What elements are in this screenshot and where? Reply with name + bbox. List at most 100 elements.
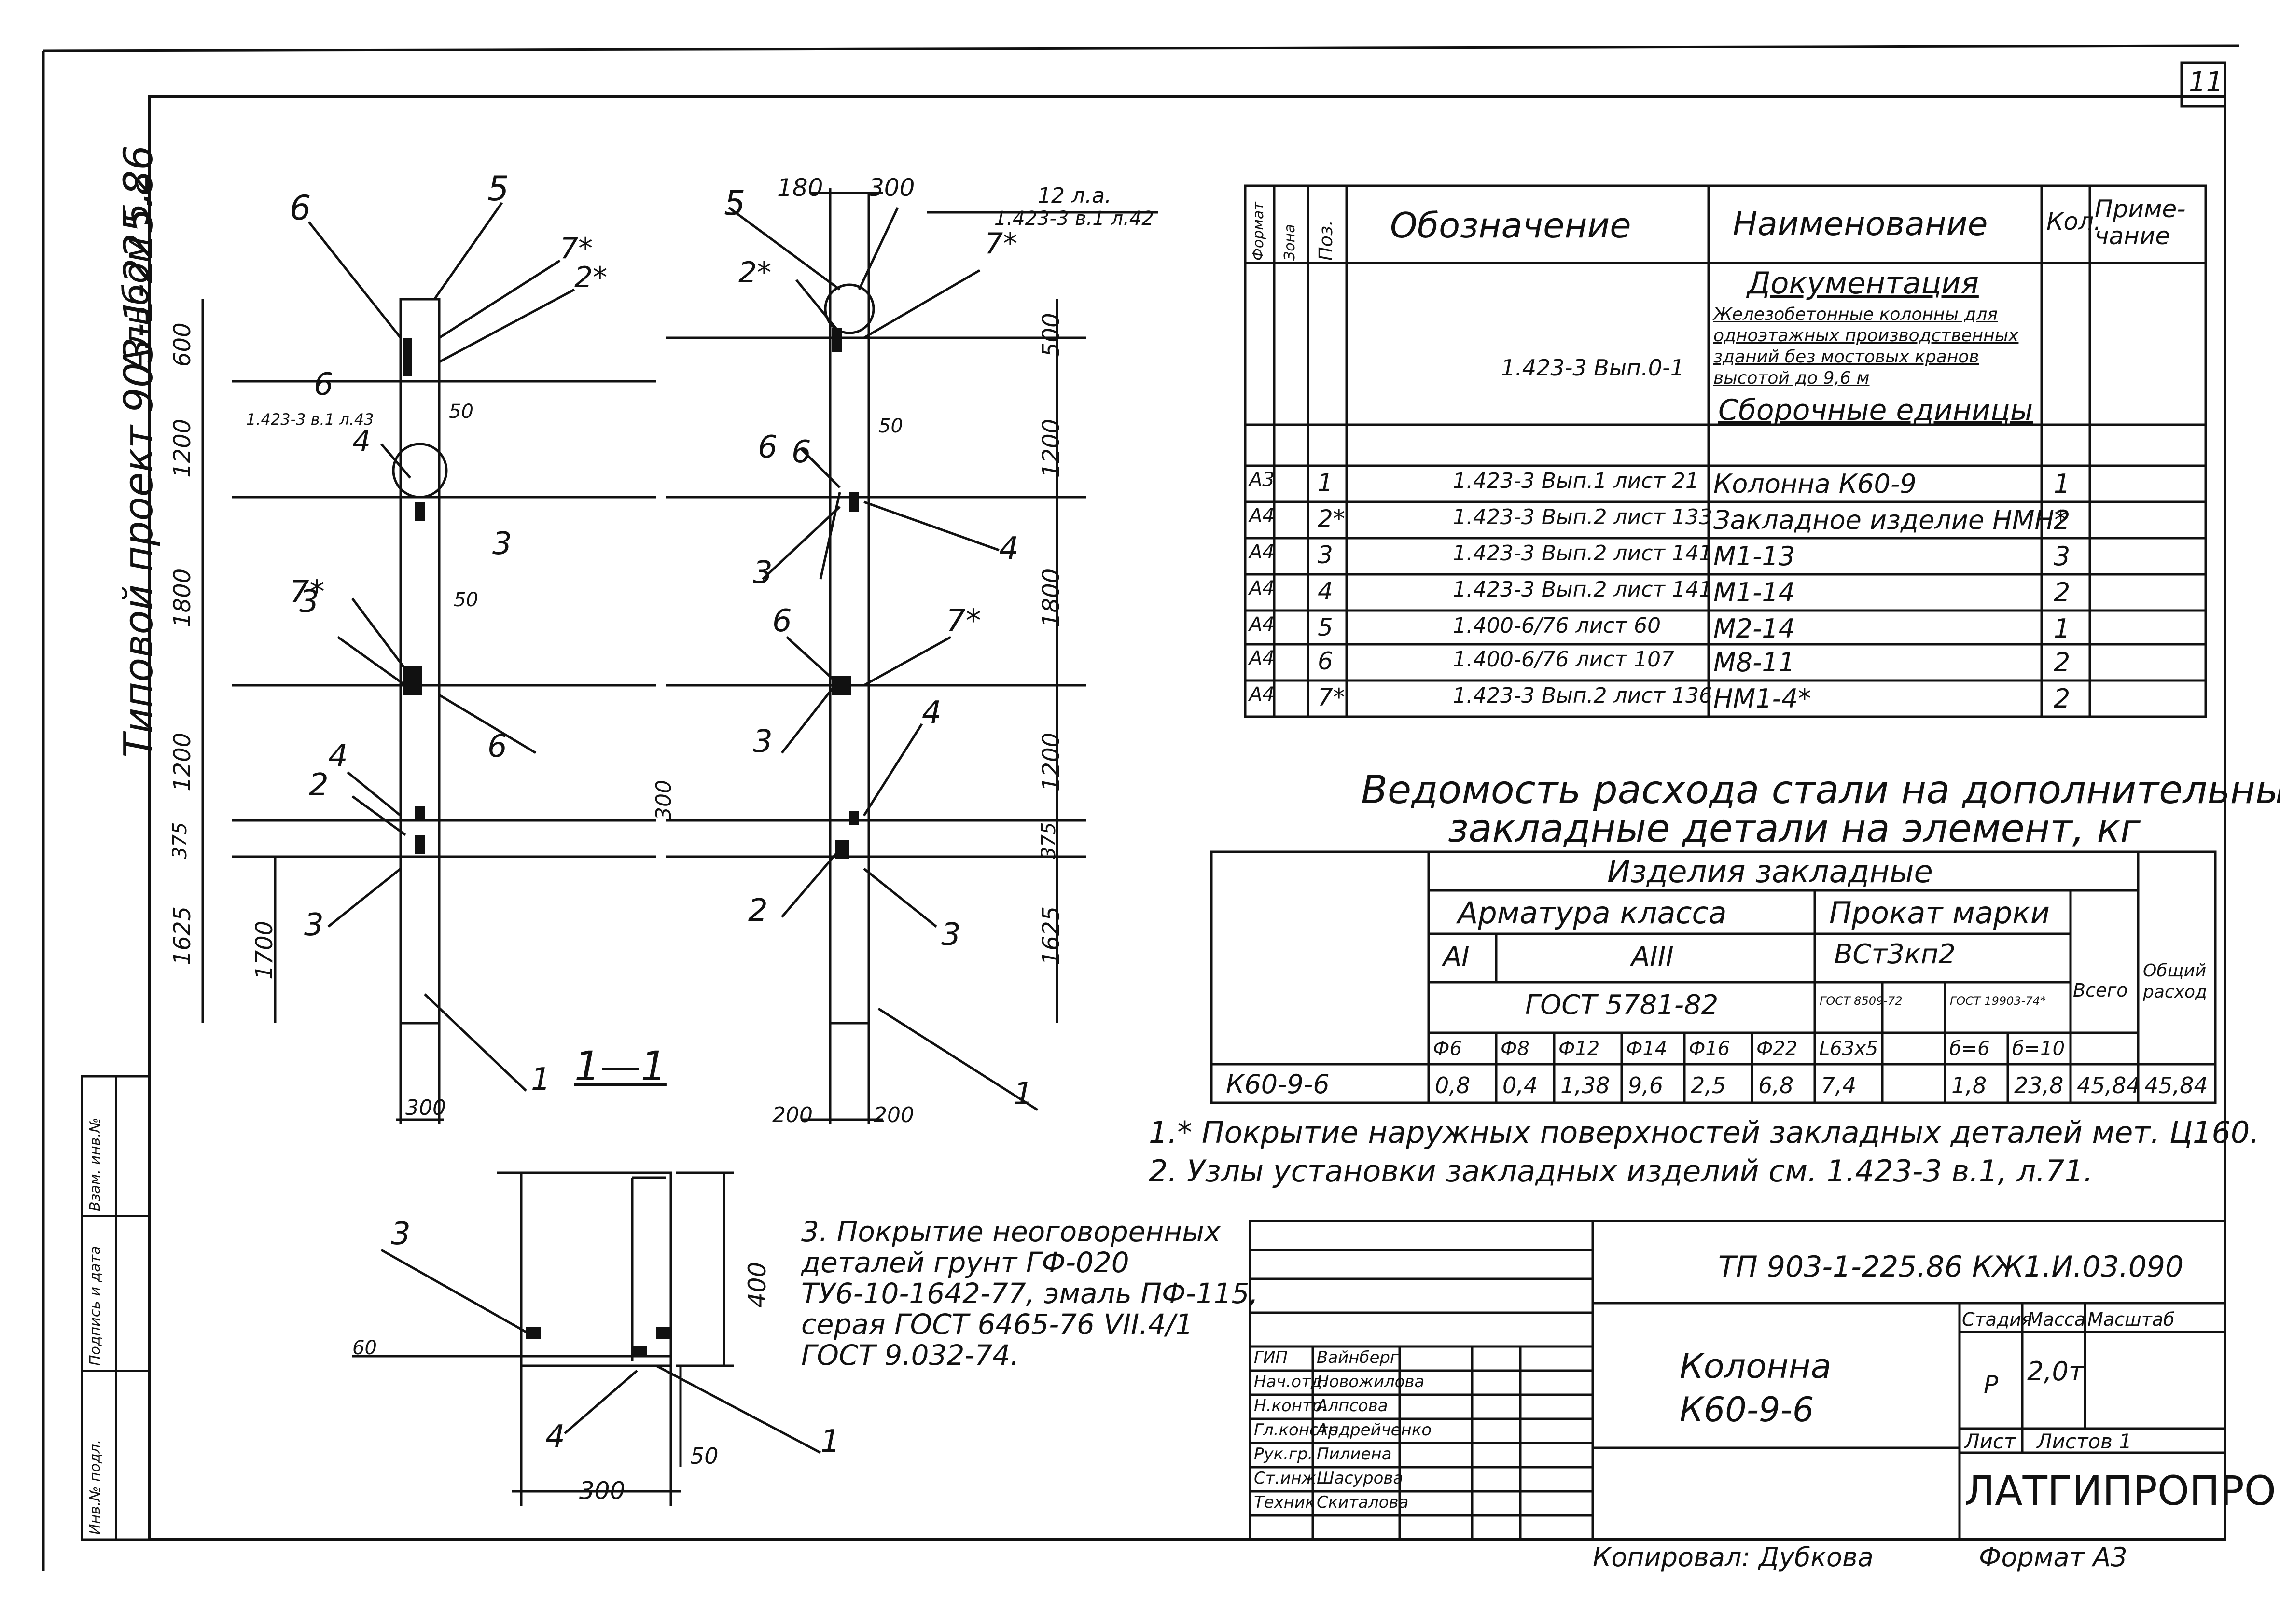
tb-role: Гл.констр.	[1254, 1420, 1344, 1440]
spec-row-pos: 7*	[1318, 683, 1345, 711]
steel-col-header: Ф22	[1756, 1038, 1798, 1060]
tb-person: Шасурова	[1317, 1469, 1404, 1488]
spec-row-designation: 1.423-3 Вып.2 лист 141	[1453, 577, 1712, 602]
steel-value-cell: 1,8	[1951, 1072, 1987, 1098]
note-3-line-4: серая ГОСТ 6465-76 VII.4/1	[801, 1308, 1194, 1341]
tb-name-1: Колонна	[1680, 1346, 1832, 1386]
steel-h-prokat: Прокат марки	[1829, 895, 2050, 930]
pos-7star-top: 7*	[560, 232, 593, 265]
ref-right: 1.423-3 в.1 л.42	[994, 208, 1154, 230]
steel-value-cell: 0,4	[1502, 1072, 1538, 1098]
spec-row-qty: 1	[2054, 469, 2071, 499]
steel-value-cell: 6,8	[1758, 1072, 1794, 1098]
steel-h-total: Всего	[2073, 980, 2128, 1001]
pos-2-right: 2	[748, 893, 768, 929]
tb-stage: Р	[1984, 1371, 1999, 1399]
pos-7star-right-mid: 7*	[946, 603, 981, 639]
pos-3-right: 3	[753, 555, 773, 591]
dim-50-c: 50	[878, 415, 903, 437]
spec-row-name: М8-11	[1713, 647, 1795, 678]
pos-2star-top: 2*	[574, 261, 608, 294]
pos-2-mid: 2	[309, 767, 329, 803]
tb-sheet-h: Лист	[1964, 1430, 2016, 1453]
spec-row-format: А4	[1249, 613, 1275, 636]
spec-h-note: Приме-чание	[2095, 195, 2186, 250]
spec-row-pos: 6	[1318, 647, 1333, 675]
spec-row-name: Колонна К60-9	[1713, 469, 1917, 499]
ref-left: 1.423-3 в.1 л.43	[246, 410, 374, 429]
note-3-line-5: ГОСТ 9.032-74.	[801, 1339, 1019, 1372]
steel-h-gost2: ГОСТ 8509-72	[1820, 994, 1903, 1008]
section-pos-3: 3	[391, 1216, 411, 1252]
steel-value-cell: 0,8	[1435, 1072, 1471, 1098]
pos-3-low: 3	[304, 907, 324, 943]
steel-value-cell: 45,84	[2144, 1072, 2208, 1098]
tb-person: Алпсова	[1317, 1396, 1388, 1416]
spec-row-designation: 1.400-6/76 лист 107	[1453, 647, 1675, 672]
spec-row-designation: 1.423-3 Вып.2 лист 136	[1453, 683, 1712, 708]
note-1: 1.* Покрытие наружных поверхностей закла…	[1149, 1115, 2260, 1150]
steel-value-cell: 1,38	[1560, 1072, 1610, 1098]
section-pos-1: 1	[820, 1424, 840, 1459]
steel-h-gost1: ГОСТ 5781-82	[1525, 989, 1719, 1021]
pos-5-top: 5	[487, 169, 509, 208]
spec-h-qty: Кол.	[2046, 208, 2101, 236]
pos-3-right-mid: 3	[753, 724, 773, 760]
section-dim-60: 60	[352, 1337, 377, 1359]
spec-row-qty: 2	[2054, 683, 2071, 714]
pos-3-left: 3	[492, 526, 512, 562]
spec-row-name: М2-14	[1713, 613, 1795, 644]
spec-row-format: А3	[1249, 469, 1275, 491]
spec-doc-name: Железобетонные колонны для одноэтажных п…	[1713, 305, 2019, 388]
spec-row-format: А4	[1249, 541, 1275, 563]
steel-h-vst: ВСт3кп2	[1834, 939, 1956, 970]
steel-col-header: б=10	[2012, 1038, 2065, 1060]
pos-3-right-low: 3	[941, 917, 961, 953]
steel-value-cell: 7,4	[1821, 1072, 1857, 1098]
spec-row-qty: 2	[2054, 647, 2071, 678]
tb-mass-h: Масса	[2027, 1309, 2086, 1330]
steel-row-name: К60-9-6	[1226, 1069, 1330, 1099]
section-dim-50: 50	[690, 1443, 719, 1469]
pos-3-mid: 3	[299, 584, 319, 620]
spec-row-format: А4	[1249, 647, 1275, 669]
tb-mass: 2,0т	[2027, 1356, 2084, 1387]
pos-7star-right: 7*	[985, 227, 1018, 261]
steel-col-header: Ф8	[1501, 1038, 1529, 1060]
steel-value-cell: 23,8	[2014, 1072, 2064, 1098]
pos-2star-right: 2*	[738, 256, 772, 290]
tb-scale-h: Масштаб	[2087, 1309, 2175, 1330]
steel-col-header: Ф12	[1558, 1038, 1600, 1060]
copied: Копировал: Дубкова	[1593, 1542, 1874, 1572]
spec-row-pos: 4	[1318, 577, 1333, 605]
pos-4-mid: 4	[328, 738, 348, 774]
steel-col-header: Ф6	[1433, 1038, 1462, 1060]
spec-row-designation: 1.423-3 Вып.2 лист 133	[1453, 505, 1712, 529]
spec-doc-designation: 1.423-3 Вып.0-1	[1501, 355, 1684, 381]
format: Формат А3	[1979, 1542, 2127, 1572]
spec-section-doc: Документация	[1747, 265, 1979, 301]
pos-1-left: 1	[531, 1062, 551, 1097]
pos-4-left: 4	[352, 425, 371, 458]
section-label: 1—1	[574, 1042, 667, 1090]
note-3-line-3: ТУ6-10-1642-77, эмаль ПФ-115,	[801, 1277, 1258, 1310]
tb-person: Андрейченко	[1317, 1420, 1432, 1440]
pos-6-right-mid: 6	[772, 603, 792, 639]
spec-h-name: Наименование	[1733, 205, 1988, 243]
section-dim-300: 300	[579, 1477, 626, 1505]
steel-h-aiii: АIII	[1631, 941, 1674, 972]
steel-col-header: Ф14	[1626, 1038, 1668, 1060]
spec-row-designation: 1.423-3 Вып.1 лист 21	[1453, 469, 1699, 493]
spec-row-qty: 1	[2054, 613, 2071, 644]
steel-title-1: Ведомость расхода стали на дополнительны…	[1361, 767, 2280, 812]
spec-row-name: М1-13	[1713, 541, 1795, 571]
spec-section-asm: Сборочные единицы	[1718, 393, 2033, 427]
tb-org: ЛАТГИПРОПРОМ	[1964, 1467, 2280, 1514]
spec-row-qty: 2	[2054, 577, 2071, 608]
tb-code: ТП 903-1-225.86 КЖ1.И.03.090	[1718, 1250, 2184, 1284]
spec-row-name: М1-14	[1713, 577, 1795, 608]
